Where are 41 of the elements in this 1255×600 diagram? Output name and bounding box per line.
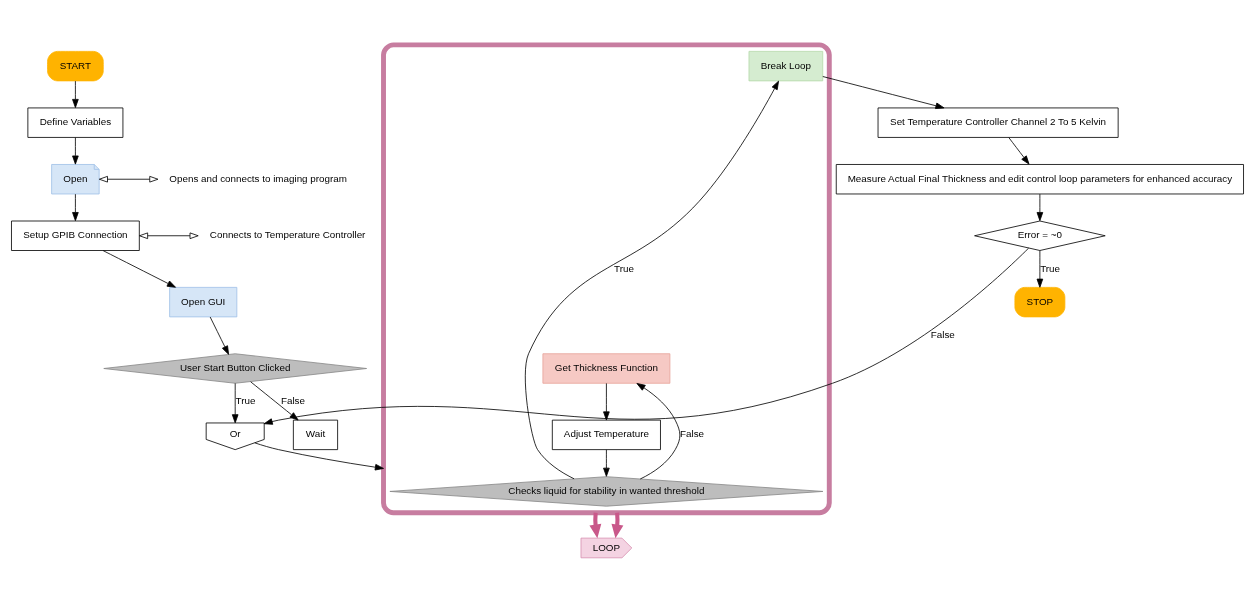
node-box: START	[47, 50, 104, 81]
edge-label: True	[1040, 261, 1061, 273]
edge-label: False	[930, 328, 955, 340]
node-box: Get Thickness Function	[542, 352, 671, 384]
arrow	[72, 136, 79, 165]
arrow	[263, 247, 1030, 425]
arrow	[72, 80, 79, 108]
node-diamond: Error = ~0	[974, 220, 1106, 251]
node-box: Setup GPIB Connection	[11, 220, 140, 251]
node-box: Measure Actual Final Thickness and edit control loop parameters for enhanced accuracy	[835, 163, 1244, 194]
arrow	[250, 380, 299, 420]
node-box: Break Loop	[748, 50, 824, 81]
node-box: Define Variables	[27, 107, 124, 138]
edge-label: True	[614, 261, 634, 273]
cluster	[381, 41, 832, 515]
node-box: Wait	[292, 419, 339, 450]
edge-label: False	[280, 394, 305, 406]
arrow	[1036, 249, 1044, 288]
node-text: Connects to Temperature Controller	[209, 228, 366, 240]
arrow	[603, 382, 610, 420]
node-text: Opens and connects to imaging program	[169, 172, 347, 184]
node-box: Adjust Temperature	[551, 419, 661, 450]
arrow	[98, 175, 159, 182]
arrow	[603, 448, 610, 477]
node-box: STOP	[1014, 286, 1066, 317]
arrow	[254, 441, 384, 470]
node-diamond: User Start Button Clicked	[103, 352, 367, 384]
arrow	[1036, 193, 1044, 221]
edge-label: False	[680, 427, 705, 439]
arrow	[72, 193, 79, 221]
arrow	[636, 382, 681, 479]
arrow	[1008, 136, 1030, 165]
arrow	[231, 382, 239, 423]
node-diamond: Checks liquid for stability in wanted threshold	[389, 475, 824, 507]
node-box: Set Temperature Controller Channel 2 To 5 Kelvin	[877, 107, 1119, 138]
edge-label: True	[235, 394, 256, 406]
arrow	[102, 249, 176, 288]
arrow	[209, 316, 229, 355]
node-box: Open GUI	[169, 286, 238, 317]
arrow	[524, 80, 779, 479]
arrow	[139, 232, 199, 239]
